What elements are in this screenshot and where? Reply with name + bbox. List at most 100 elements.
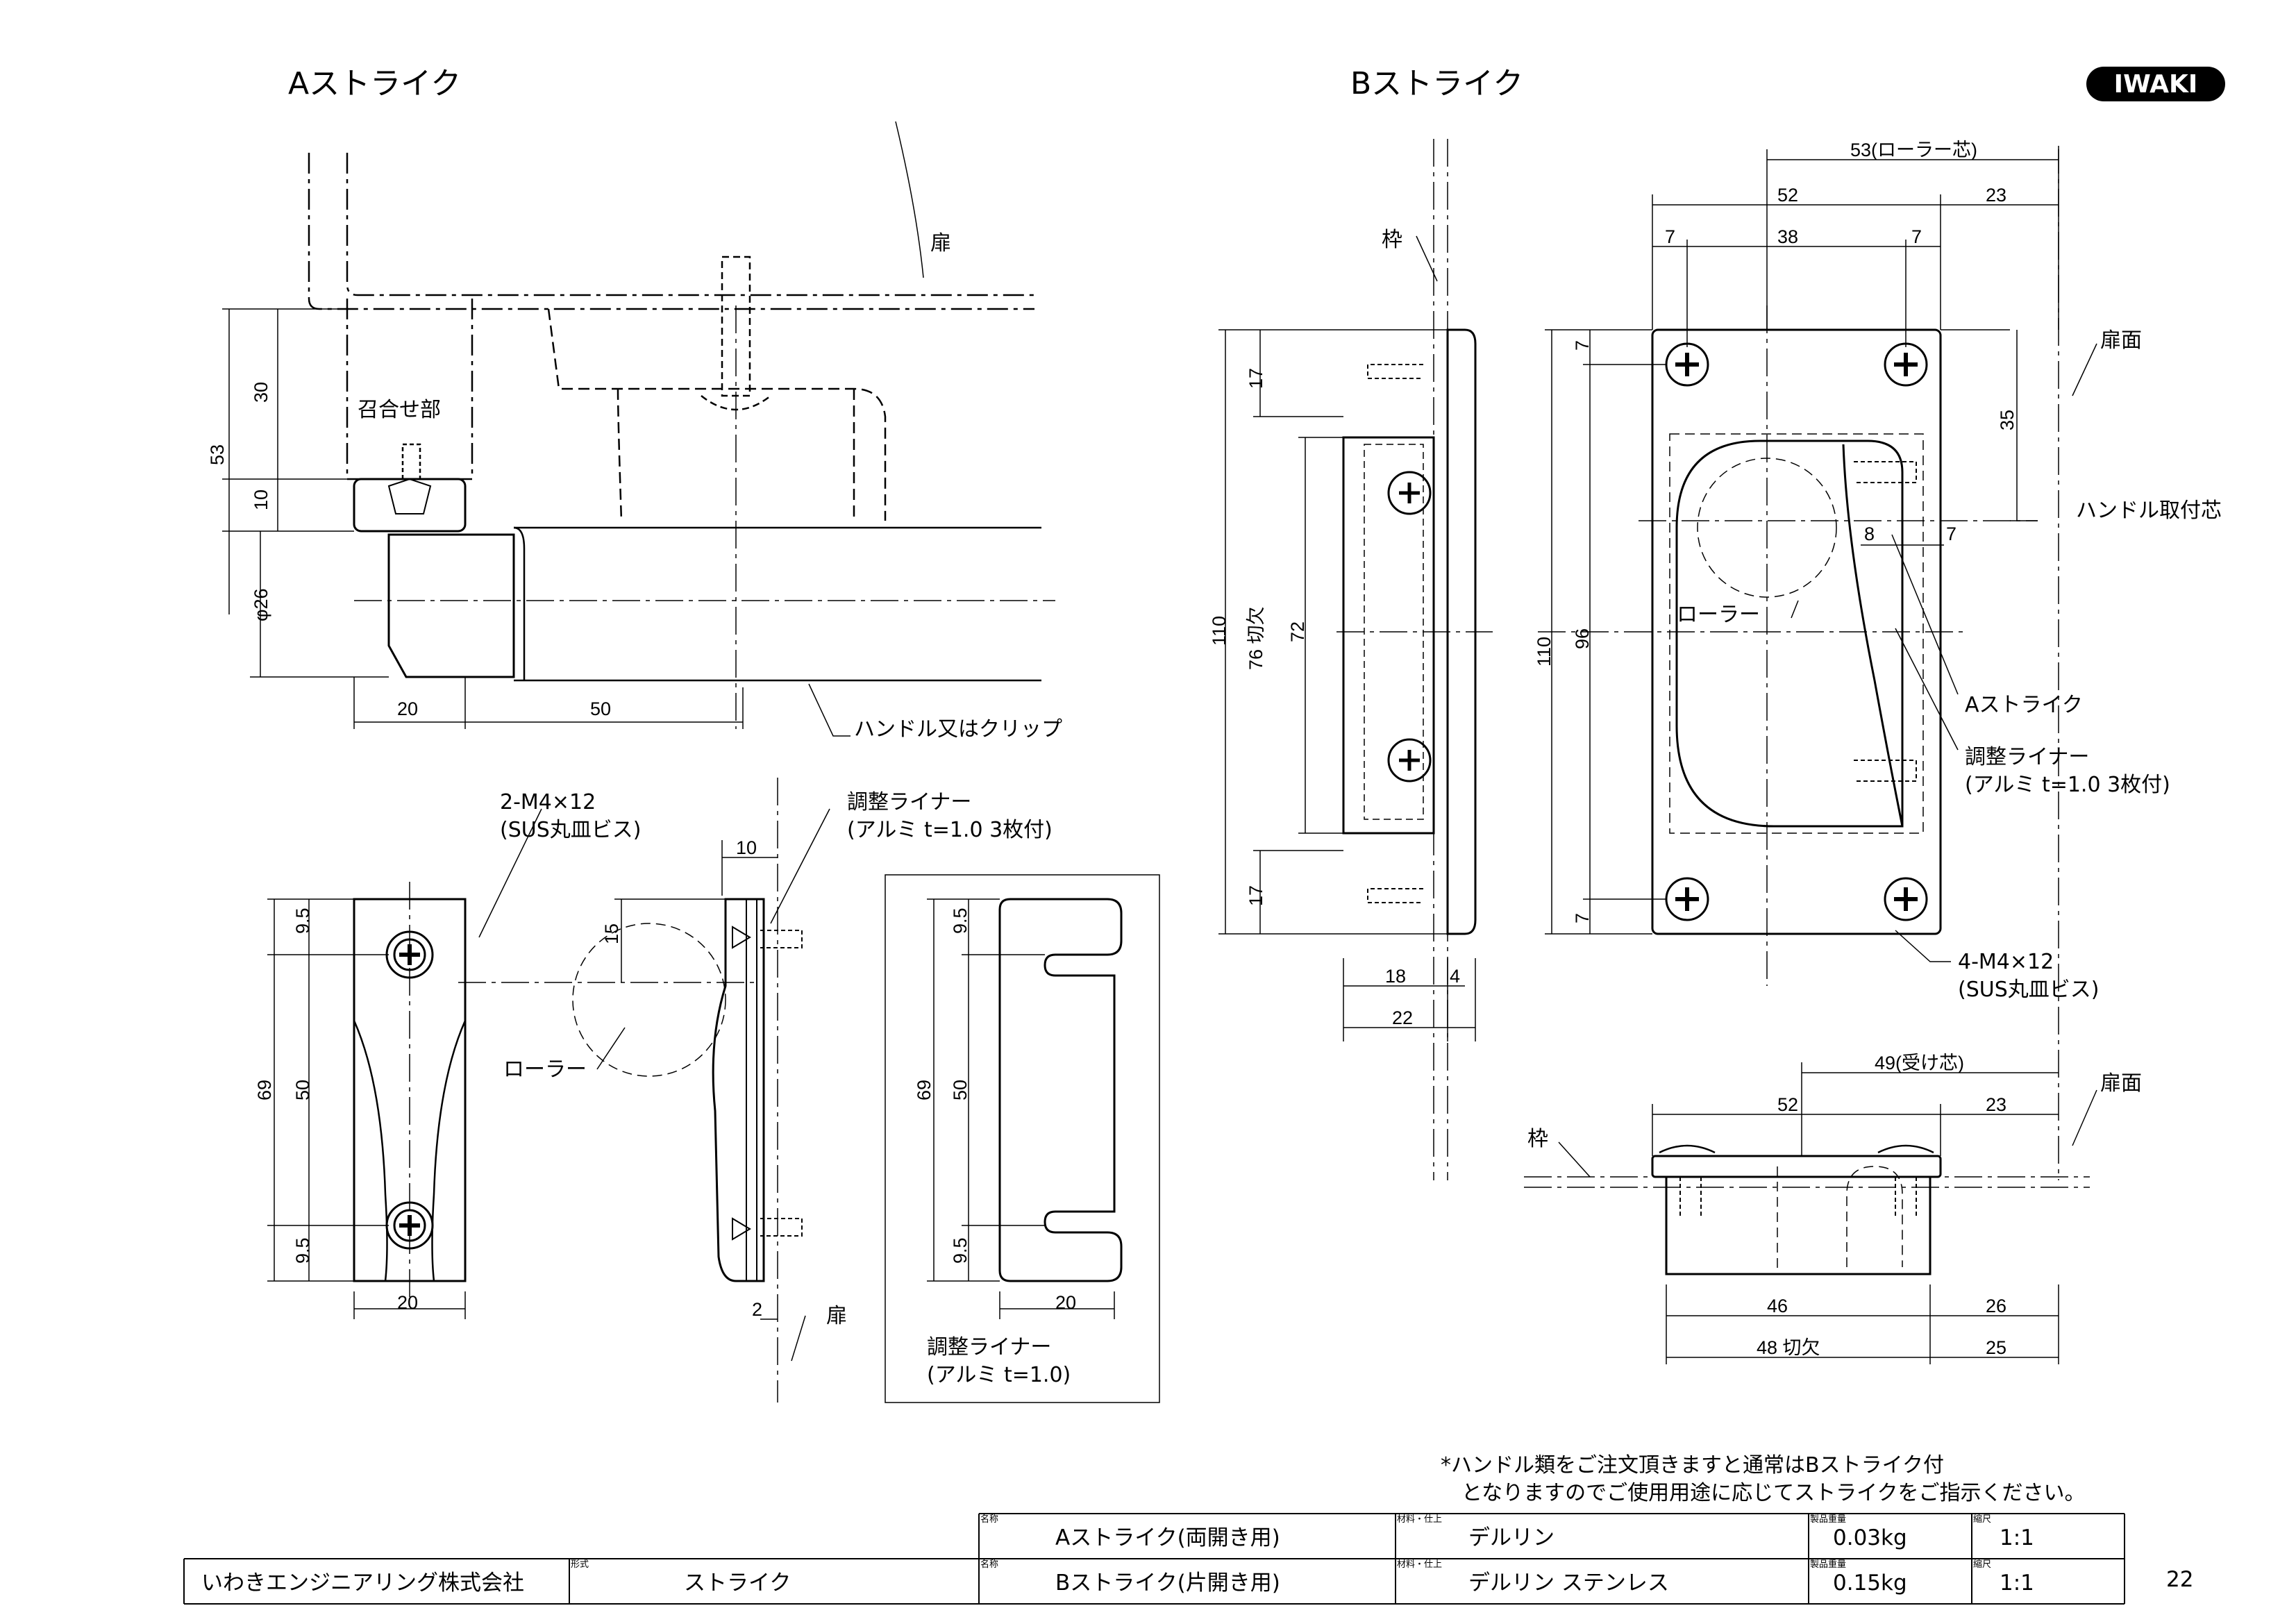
label-tobira-men-1: 扉面 xyxy=(2100,328,2142,353)
dim-53: 53 xyxy=(207,444,228,465)
tb-type: ストライク xyxy=(684,1571,791,1596)
a-strike-section-view xyxy=(308,153,1055,729)
tb-type-label: 形式 xyxy=(571,1559,589,1570)
tb-scale-label-a: 縮尺 xyxy=(1973,1514,1991,1525)
dim-50-a: 50 xyxy=(292,1080,313,1100)
label-handle-center: ハンドル取付芯 xyxy=(2076,499,2222,523)
note-line-2: となりますのでご使用用途に応じてストライクをご指示ください。 xyxy=(1461,1481,2086,1505)
a-strike-front-view xyxy=(353,882,757,1298)
title-b-strike: Bストライク xyxy=(1350,66,1523,101)
dim-15: 15 xyxy=(601,923,622,944)
tb-name-a: Aストライク(両開き用) xyxy=(1055,1525,1280,1550)
label-roller-b: ローラー xyxy=(1677,603,1760,627)
dim-7-b: 7 xyxy=(1572,913,1593,923)
label-screws-b-1: 4-M4×12 xyxy=(1958,950,2054,974)
label-liner-2: (アルミ t=1.0 3枚付) xyxy=(847,818,1053,842)
label-liner-single-1: 調整ライナー xyxy=(927,1335,1051,1359)
dim-8: 8 xyxy=(1864,524,1875,544)
tb-scale-b: 1:1 xyxy=(2000,1571,2034,1596)
dim-96: 96 xyxy=(1572,628,1593,649)
dim-110-b: 110 xyxy=(1534,637,1555,667)
label-tobira-men-2: 扉面 xyxy=(2100,1071,2142,1096)
liner-dimensions xyxy=(927,898,1115,1319)
label-a-strike: Aストライク xyxy=(1965,693,2083,717)
dim-18: 18 xyxy=(1385,966,1406,987)
label-awase: 召合せ部 xyxy=(358,398,441,422)
b-strike-plan-view xyxy=(1524,1144,2090,1275)
b-strike-front-view xyxy=(1538,146,2059,1180)
dim-25: 25 xyxy=(1986,1337,2006,1358)
dim-20-front: 20 xyxy=(397,1292,418,1313)
dim-110-a: 110 xyxy=(1209,616,1230,646)
tb-material-label-b: 材料・仕上 xyxy=(1397,1559,1442,1570)
dim-46: 46 xyxy=(1767,1296,1788,1316)
liner-detail xyxy=(885,874,1160,1403)
dim-22: 22 xyxy=(1392,1007,1413,1028)
tb-weight-b: 0.15kg xyxy=(1833,1571,1907,1596)
label-liner-1: 調整ライナー xyxy=(847,790,971,814)
dim-38: 38 xyxy=(1777,226,1798,247)
dim-48-kirikaki: 48 切欠 xyxy=(1757,1337,1820,1358)
dim-52-top: 52 xyxy=(1777,185,1798,206)
b-strike-side-view xyxy=(1336,139,1493,1180)
dim-72: 72 xyxy=(1287,621,1308,642)
dim-20-top: 20 xyxy=(397,698,418,719)
dim-7-r: 7 xyxy=(1911,226,1922,247)
title-block xyxy=(183,1513,2125,1605)
label-handle-or-clip: ハンドル又はクリップ xyxy=(854,717,1062,742)
dim-30: 30 xyxy=(251,382,271,403)
dim-53-roller: 53(ローラー芯) xyxy=(1850,140,1977,160)
tb-name-label-a: 名称 xyxy=(980,1514,998,1525)
tb-name-label-b: 名称 xyxy=(980,1559,998,1570)
label-waku-1: 枠 xyxy=(1382,228,1402,252)
dim-phi26: φ26 xyxy=(251,588,271,621)
dim-52-plan: 52 xyxy=(1777,1094,1798,1115)
label-tobira-2: 扉 xyxy=(826,1304,847,1328)
label-roller-a: ローラー xyxy=(503,1057,587,1082)
dim-10-side: 10 xyxy=(736,837,757,858)
dim-7-handle: 7 xyxy=(1946,524,1956,544)
dim-10: 10 xyxy=(251,489,271,510)
dim-9-5-a: 9.5 xyxy=(292,907,313,934)
label-liner-b-1: 調整ライナー xyxy=(1965,745,2089,769)
tb-weight-label-b: 製品重量 xyxy=(1810,1559,1846,1570)
dim-17-b: 17 xyxy=(1246,885,1266,906)
tb-material-b: デルリン ステンレス xyxy=(1468,1571,1669,1596)
logo-text: IWAKI xyxy=(2114,70,2198,99)
dim-23-plan: 23 xyxy=(1986,1094,2006,1115)
dim-2: 2 xyxy=(752,1299,762,1320)
tb-name-b: Bストライク(片開き用) xyxy=(1055,1571,1280,1596)
label-screws-a-1: 2-M4×12 xyxy=(500,790,596,814)
a-front-dimensions xyxy=(267,808,542,1319)
label-screws-a-2: (SUS丸皿ビス) xyxy=(500,818,641,842)
dim-liner-9-5-b: 9.5 xyxy=(950,1237,971,1264)
dim-49-receiver: 49(受け芯) xyxy=(1875,1053,1964,1073)
label-waku-2: 枠 xyxy=(1527,1127,1548,1151)
a-side-dimensions xyxy=(596,808,830,1362)
tb-material-a: デルリン xyxy=(1468,1525,1555,1550)
dim-liner-20: 20 xyxy=(1055,1292,1076,1313)
tb-material-label-a: 材料・仕上 xyxy=(1397,1514,1442,1525)
dim-69-a: 69 xyxy=(254,1080,275,1100)
tb-company: いわきエンジニアリング株式会社 xyxy=(201,1571,524,1596)
dim-17-a: 17 xyxy=(1246,368,1266,389)
dim-50-top: 50 xyxy=(590,698,611,719)
dim-liner-50: 50 xyxy=(950,1080,971,1100)
b-plan-dimensions xyxy=(1558,1062,2097,1364)
a-strike-side-view xyxy=(572,778,803,1403)
dim-35: 35 xyxy=(1997,410,2018,430)
b-side-dimensions xyxy=(1218,235,1476,1041)
label-liner-single-2: (アルミ t=1.0) xyxy=(927,1363,1071,1387)
tb-weight-label-a: 製品重量 xyxy=(1810,1514,1846,1525)
dim-7-t: 7 xyxy=(1572,340,1593,351)
iwaki-logo: IWAKI xyxy=(2086,67,2225,101)
a-top-dimensions xyxy=(222,121,924,737)
dim-4: 4 xyxy=(1450,966,1460,987)
dim-23-top: 23 xyxy=(1986,185,2006,206)
dim-liner-9-5-a: 9.5 xyxy=(950,907,971,934)
tb-scale-a: 1:1 xyxy=(2000,1525,2034,1550)
label-screws-b-2: (SUS丸皿ビス) xyxy=(1958,978,2099,1002)
dim-26: 26 xyxy=(1986,1296,2006,1316)
note-line-1: *ハンドル類をご注文頂きますと通常はBストライク付 xyxy=(1441,1453,1944,1477)
